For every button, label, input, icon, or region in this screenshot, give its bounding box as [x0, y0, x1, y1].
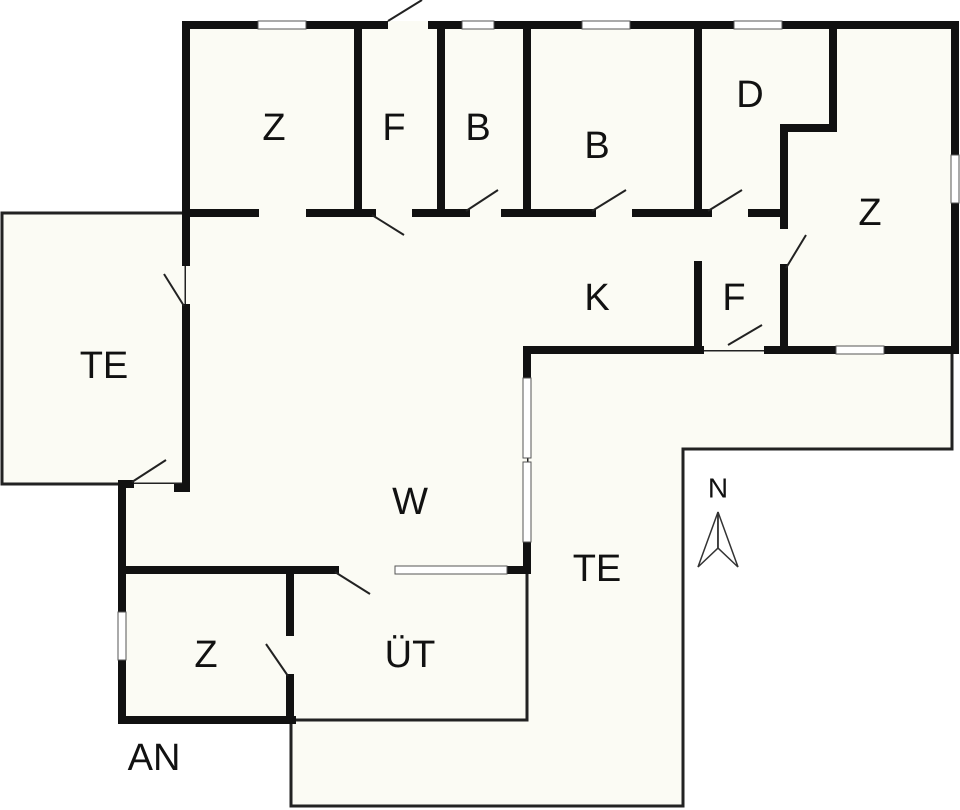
window-bedroom-1	[257, 20, 307, 30]
main-floor	[122, 25, 955, 570]
doors	[131, 0, 807, 677]
door-swing-living-west	[131, 459, 167, 483]
door-swing-terrace-west	[163, 273, 185, 307]
door-swing-hall-1	[371, 214, 405, 236]
label-terrace-west: TE	[80, 345, 129, 387]
label-bath-2: B	[584, 125, 609, 167]
label-bath-1: B	[465, 107, 490, 149]
label-living: W	[392, 481, 428, 523]
utility-floor	[290, 570, 527, 720]
door-swing-bath-2	[591, 189, 627, 212]
door-swing-bath-1	[465, 189, 499, 212]
window-living-east-1	[522, 377, 532, 459]
label-shower: D	[736, 74, 763, 116]
label-bedroom-2: Z	[858, 192, 881, 234]
label-kitchen: K	[584, 277, 609, 319]
windows	[117, 20, 960, 661]
window-shower	[733, 20, 783, 30]
window-bedroom-3-west	[117, 611, 127, 661]
interior-floors	[122, 25, 955, 722]
label-terrace-south: TE	[573, 548, 622, 590]
label-compass-north: N	[708, 472, 728, 503]
label-bedroom-1: Z	[262, 107, 285, 149]
label-hall-2: F	[722, 277, 745, 319]
north-arrow-icon	[697, 511, 739, 568]
window-utility-north	[394, 565, 508, 575]
door-swing-hall-2	[727, 324, 763, 346]
door-swing-utility	[334, 571, 371, 595]
window-living-east-2	[522, 461, 532, 543]
window-bath-1	[461, 20, 495, 30]
door-swing-bedroom-2	[785, 234, 807, 269]
door-swing-hall-1-north	[387, 0, 423, 22]
door-swing-bedroom-3	[265, 643, 289, 677]
window-bedroom-2-south	[835, 345, 885, 355]
window-bath-2	[581, 20, 631, 30]
label-utility: ÜT	[385, 634, 436, 676]
room-labels: Z F B B D Z K F TE W TE Z ÜT AN N	[80, 74, 882, 779]
terrace-west-area	[0, 211, 188, 486]
door-gap-hall-1-north	[388, 21, 428, 29]
window-bedroom-2-east	[950, 154, 960, 204]
label-bedroom-3: Z	[194, 634, 217, 676]
door-swing-shower-room	[707, 189, 743, 212]
label-annex: AN	[128, 737, 181, 779]
bedroom-3-floor	[122, 570, 290, 720]
label-hall-1: F	[382, 107, 405, 149]
